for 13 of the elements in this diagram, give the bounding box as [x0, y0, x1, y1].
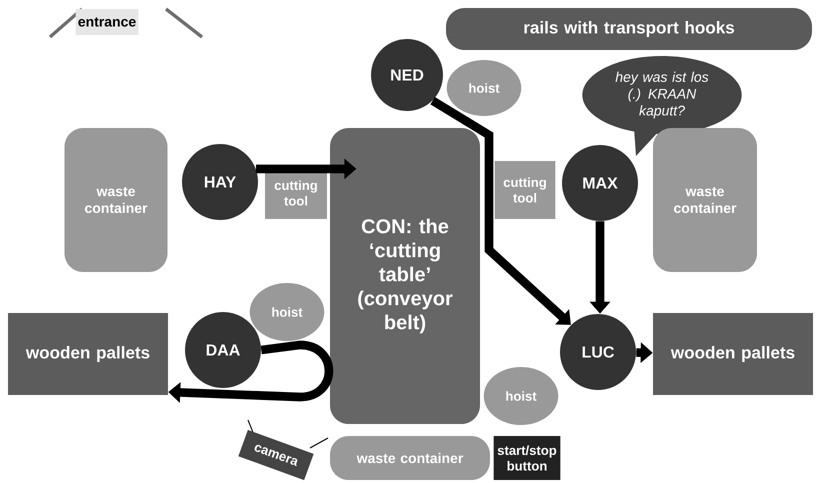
- pallet-box: wooden pallets: [653, 313, 813, 395]
- waste-container: waste container: [330, 436, 490, 480]
- conveyor-table: CON: the ‘cutting table’ (conveyor belt): [330, 128, 480, 424]
- rail-bar: rails with transport hooks: [446, 8, 812, 50]
- speech-bubble: hey was ist los (.) KRAAN kaputt?: [582, 56, 742, 156]
- button-box: start/stop button: [494, 436, 560, 480]
- tool-box: cutting tool: [494, 161, 556, 219]
- camera-box: camera: [238, 420, 328, 480]
- waste-container: waste container: [653, 128, 757, 272]
- pallet-box: wooden pallets: [8, 313, 168, 395]
- waste-container: waste container: [64, 128, 168, 272]
- arrow: [430, 96, 571, 325]
- entrance-label: entrance: [76, 9, 138, 35]
